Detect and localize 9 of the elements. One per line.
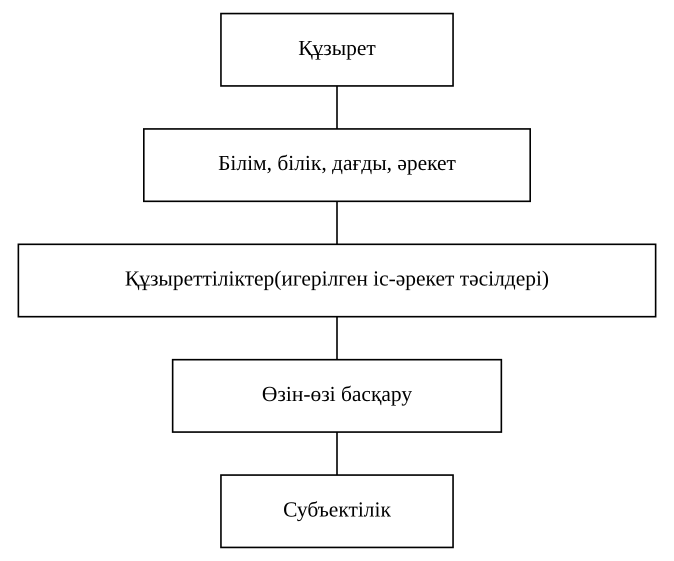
connector xyxy=(336,316,338,360)
node-box: Құзырет xyxy=(220,12,454,87)
connector xyxy=(336,432,338,475)
node-box: Құзыреттіліктер(игерілген іс-әрекет тәсілдері) xyxy=(18,243,656,318)
node-box: Өзін-өзі басқару xyxy=(172,358,502,433)
node-box: Субъектілік xyxy=(220,474,454,548)
connector xyxy=(336,202,338,244)
connector xyxy=(336,86,338,129)
node-box: Білім, білік, дағды, әрекет xyxy=(143,128,531,202)
